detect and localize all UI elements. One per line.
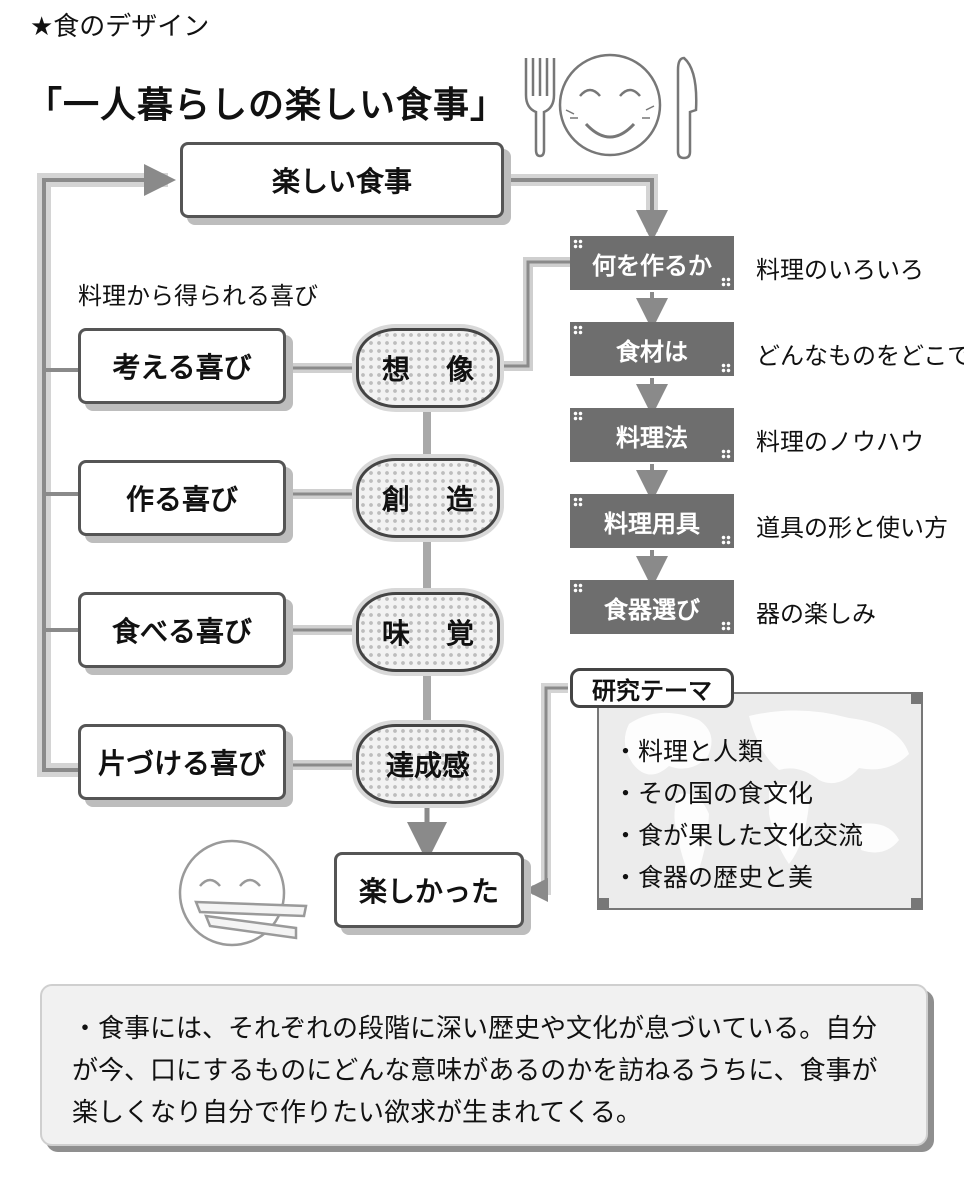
joy-box-making: 作る喜び — [78, 460, 286, 536]
cloud-text-a: 創 — [381, 483, 410, 516]
step-cooking-method: 料理法 — [570, 408, 734, 462]
cloud-achievement: 達成感 — [356, 724, 500, 804]
page-title: 「一人暮らしの楽しい食事」 — [26, 85, 508, 126]
eating-face-illustration — [178, 839, 308, 947]
research-item: ・食が果した文化交流 — [613, 821, 864, 850]
joy-cloud-links — [288, 363, 360, 770]
research-item: ・料理と人類 — [613, 737, 764, 766]
step-what-to-make: 何を作るか — [570, 236, 734, 290]
research-item: ・その国の食文化 — [613, 779, 814, 808]
cloud-imagination: 想像 — [356, 328, 500, 408]
end-box-it-was-fun: 楽しかった — [334, 852, 524, 928]
step-desc: 道具の形と使い方 — [756, 514, 948, 542]
joy-box-thinking: 考える喜び — [78, 328, 286, 404]
step-desc: 料理のいろいろ — [756, 256, 924, 284]
cloud-text-b: 像 — [446, 353, 475, 386]
cloud-creation: 創造 — [356, 458, 500, 538]
header-text: ★食のデザイン — [30, 12, 210, 42]
world-map-background — [599, 694, 921, 908]
step-label: 何を作るか — [592, 251, 712, 280]
cloud-text-b: 造 — [446, 483, 475, 516]
step-label: 料理用具 — [604, 509, 700, 538]
step-ingredients: 食材は — [570, 322, 734, 376]
knife-illustration — [676, 56, 698, 160]
research-item: ・食器の歴史と美 — [613, 863, 814, 892]
joy-box-cleaning: 片づける喜び — [78, 724, 286, 800]
step-desc: どんなものをどこで — [756, 342, 964, 370]
note-line: 楽しくなり自分で作りたい欲求が生まれてくる。 — [72, 1098, 642, 1128]
cloud-taste: 味覚 — [356, 592, 500, 672]
research-label: 研究テーマ — [570, 668, 734, 708]
fork-illustration — [524, 58, 556, 158]
smiley-plate-illustration — [558, 53, 662, 157]
cloud-text-a: 達成感 — [385, 749, 470, 782]
cloud-text-b: 覚 — [446, 617, 475, 650]
section-label: 料理から得られる喜び — [78, 282, 318, 310]
step-desc: 料理のノウハウ — [756, 428, 924, 456]
cloud-text-a: 想 — [381, 353, 410, 386]
summary-note: ・食事には、それぞれの段階に深い歴史や文化が息づいている。自分 が今、口にするも… — [40, 984, 928, 1146]
note-line: が今、口にするものにどんな意味があるのかを訪ねるうちに、食事が — [72, 1056, 878, 1086]
note-line: ・食事には、それぞれの段階に深い歴史や文化が息づいている。自分 — [72, 1014, 878, 1044]
cloud-text-a: 味 — [381, 617, 410, 650]
step-tableware: 食器選び — [570, 580, 734, 634]
step-desc: 器の楽しみ — [756, 600, 876, 628]
step-label: 食器選び — [604, 595, 700, 624]
joy-box-eating: 食べる喜び — [78, 592, 286, 668]
step-cooking-tools: 料理用具 — [570, 494, 734, 548]
top-to-steps-line — [508, 174, 658, 232]
research-panel: ・料理と人類 ・その国の食文化 ・食が果した文化交流 ・食器の歴史と美 — [597, 692, 923, 910]
step-label: 食材は — [616, 337, 688, 366]
top-box-enjoyable-meal: 楽しい食事 — [180, 142, 504, 218]
step-label: 料理法 — [616, 423, 688, 452]
